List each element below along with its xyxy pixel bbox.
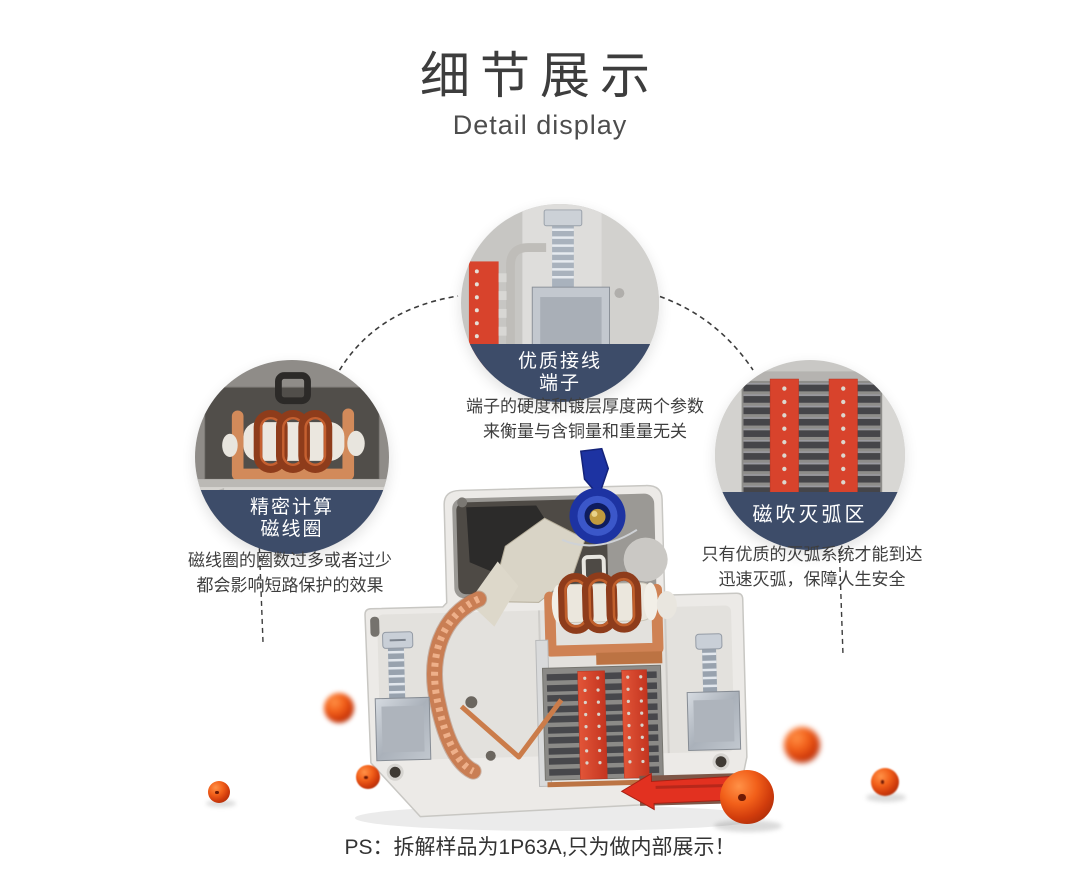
magnetic-coil (544, 571, 677, 665)
case-boss (623, 537, 668, 582)
arc-photo-circle: 磁吹灭弧区 (715, 360, 905, 550)
arc-label-band: 磁吹灭弧区 (715, 492, 905, 550)
terminal-screw-left (374, 631, 432, 762)
case-hole (485, 750, 496, 761)
ball-shadow (206, 800, 236, 807)
case-hole (386, 763, 404, 781)
decor-ball (208, 781, 230, 803)
terminal-photo-circle: 优质接线 端子 (461, 204, 659, 402)
decor-ball (356, 765, 380, 789)
case-slot (370, 616, 380, 637)
decor-ball (871, 768, 899, 796)
coil-description: 磁线圈的圈数过多或者过少 都会影响短路保护的效果 (188, 551, 392, 595)
coil-photo-circle: 精密计算 磁线圈 (195, 360, 389, 554)
page-title: 细节展示 (420, 48, 660, 104)
breaker-illustration (355, 447, 765, 831)
copper-braid (426, 590, 564, 780)
footnote: PS：拆解样品为1P63A,只为做内部展示！ (344, 836, 736, 859)
page-subtitle: Detail display (452, 110, 628, 140)
decor-ball (720, 770, 774, 824)
trip-lever-arm (468, 561, 519, 627)
arc-chute (535, 639, 664, 788)
case-hole (457, 497, 468, 508)
terminal-screw-right (686, 633, 742, 752)
terminal-label-band: 优质接线 端子 (461, 344, 659, 402)
coil-label: 精密计算 (249, 497, 334, 518)
arc-label: 磁吹灭弧区 (752, 504, 868, 526)
breaker-internal-photo (290, 430, 790, 840)
decor-ball (324, 693, 354, 723)
case-hole (465, 696, 478, 709)
arc-chute-photo (715, 360, 905, 550)
decor-ball (784, 727, 820, 763)
toggle-handle (561, 447, 638, 547)
ball-shadow (714, 820, 782, 832)
ball-shadow (866, 793, 906, 802)
case-hole (712, 753, 730, 771)
arc-description: 只有优质的灭弧系统才能到达 迅速灭弧，保障人生安全 (701, 545, 923, 589)
coil-label-band: 精密计算 磁线圈 (195, 490, 389, 554)
terminal-description: 端子的硬度和镀层厚度两个参数 来衡量与含铜量和重量无关 (466, 397, 704, 441)
terminal-label: 优质接线 (517, 351, 602, 372)
